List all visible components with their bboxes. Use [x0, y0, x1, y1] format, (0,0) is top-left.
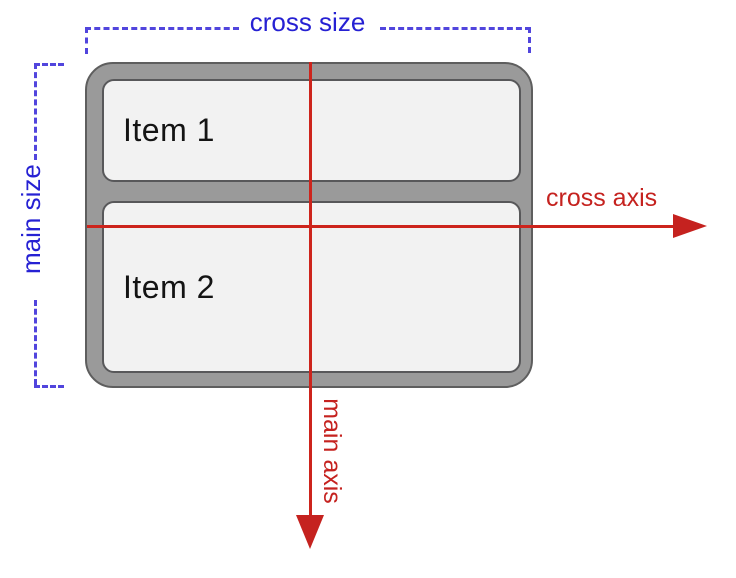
cross-size-dash-right — [380, 27, 531, 30]
main-size-label: main size — [16, 164, 46, 274]
flex-item-2-label: Item 2 — [123, 268, 215, 305]
cross-axis-label: cross axis — [546, 184, 658, 212]
main-axis-label: main axis — [318, 398, 346, 504]
cross-size-dash-left — [85, 27, 239, 30]
cross-axis-line — [87, 225, 675, 228]
cross-size-label: cross size — [249, 7, 366, 37]
main-axis-arrowhead-icon — [296, 515, 324, 549]
cross-size-tick-right — [528, 27, 531, 53]
main-size-dash-top — [34, 63, 37, 160]
cross-size-tick-left — [85, 27, 88, 54]
main-axis-line — [309, 62, 312, 517]
main-size-tick-bottom — [34, 385, 64, 388]
flex-item-1-label: Item 1 — [123, 112, 215, 148]
main-size-dash-bottom — [34, 300, 37, 385]
main-size-tick-top — [34, 63, 64, 66]
cross-axis-arrowhead-icon — [673, 214, 707, 238]
